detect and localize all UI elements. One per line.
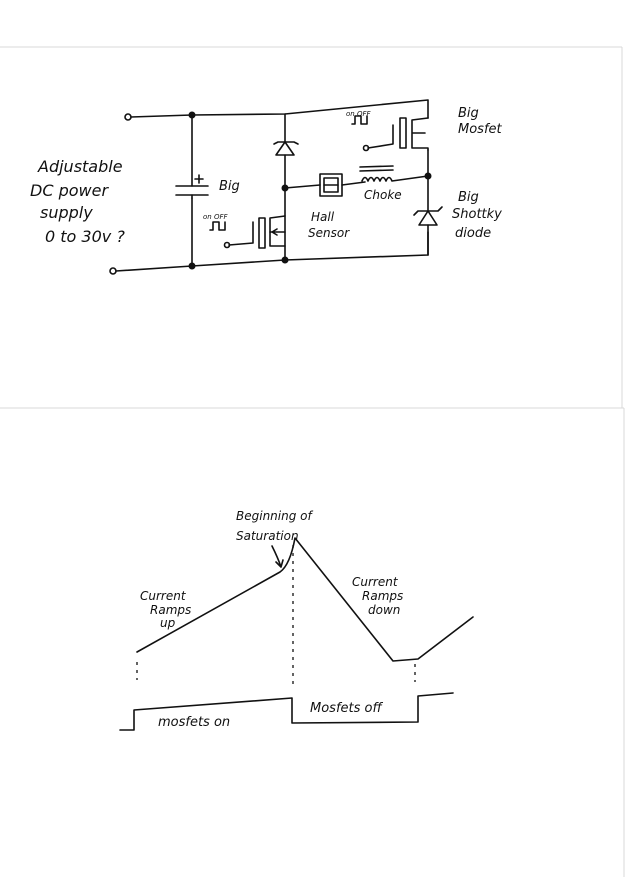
supply-label-1: Adjustable [37, 157, 123, 176]
ramp-down-label-3: down [368, 603, 400, 617]
ramp-down-label-2: Ramps [362, 589, 403, 603]
schottky-label-2: Shottky [452, 207, 502, 222]
mosfet-label-1: Big [458, 106, 479, 121]
current-waveform [136, 537, 474, 662]
saturation-label-2: Saturation [236, 529, 299, 543]
page-edges [0, 46, 625, 877]
ramp-up-label-1: Current [140, 589, 187, 603]
hall-sensor [284, 173, 366, 197]
upper-signal-label: on OFF [346, 110, 371, 118]
mosfet-label-2: Mosfet [458, 122, 503, 137]
gate-signal [119, 692, 454, 731]
saturation-arrow [271, 545, 284, 568]
junction-dots [188, 111, 432, 270]
circuit-schematic: Big on OFF Hall Sensor Choke [30, 99, 503, 275]
choke [359, 165, 429, 182]
supply-label-4: 0 to 30v ? [45, 227, 125, 246]
diode-upper [273, 141, 299, 156]
ramp-up-label-3: up [160, 616, 176, 630]
schottky-label-1: Big [458, 190, 479, 205]
wires [109, 99, 429, 275]
supply-label-2: DC power [30, 181, 109, 200]
mosfets-on-label: mosfets on [158, 715, 230, 730]
capacitor-label: Big [219, 179, 240, 194]
upper-gate-terminal [362, 144, 370, 152]
lower-gate-terminal [223, 241, 231, 249]
capacitor [175, 174, 209, 199]
hall-label-2: Sensor [308, 226, 350, 240]
schottky-label-3: diode [455, 226, 491, 241]
choke-label: Choke [364, 188, 402, 202]
upper-mosfet [351, 115, 429, 151]
schottky-diode [413, 206, 443, 226]
supply-label-3: supply [40, 203, 93, 222]
hall-label-1: Hall [311, 210, 335, 224]
mosfets-off-label: Mosfets off [310, 701, 383, 716]
ramp-up-label-2: Ramps [150, 603, 191, 617]
waveform-diagram: Beginning of Saturation Current Ramps up… [119, 509, 474, 731]
lower-mosfet [209, 215, 286, 249]
dotted-markers [136, 545, 416, 685]
ramp-down-label-1: Current [352, 575, 399, 589]
saturation-label-1: Beginning of [236, 509, 313, 523]
lower-signal-label: on OFF [203, 213, 228, 221]
